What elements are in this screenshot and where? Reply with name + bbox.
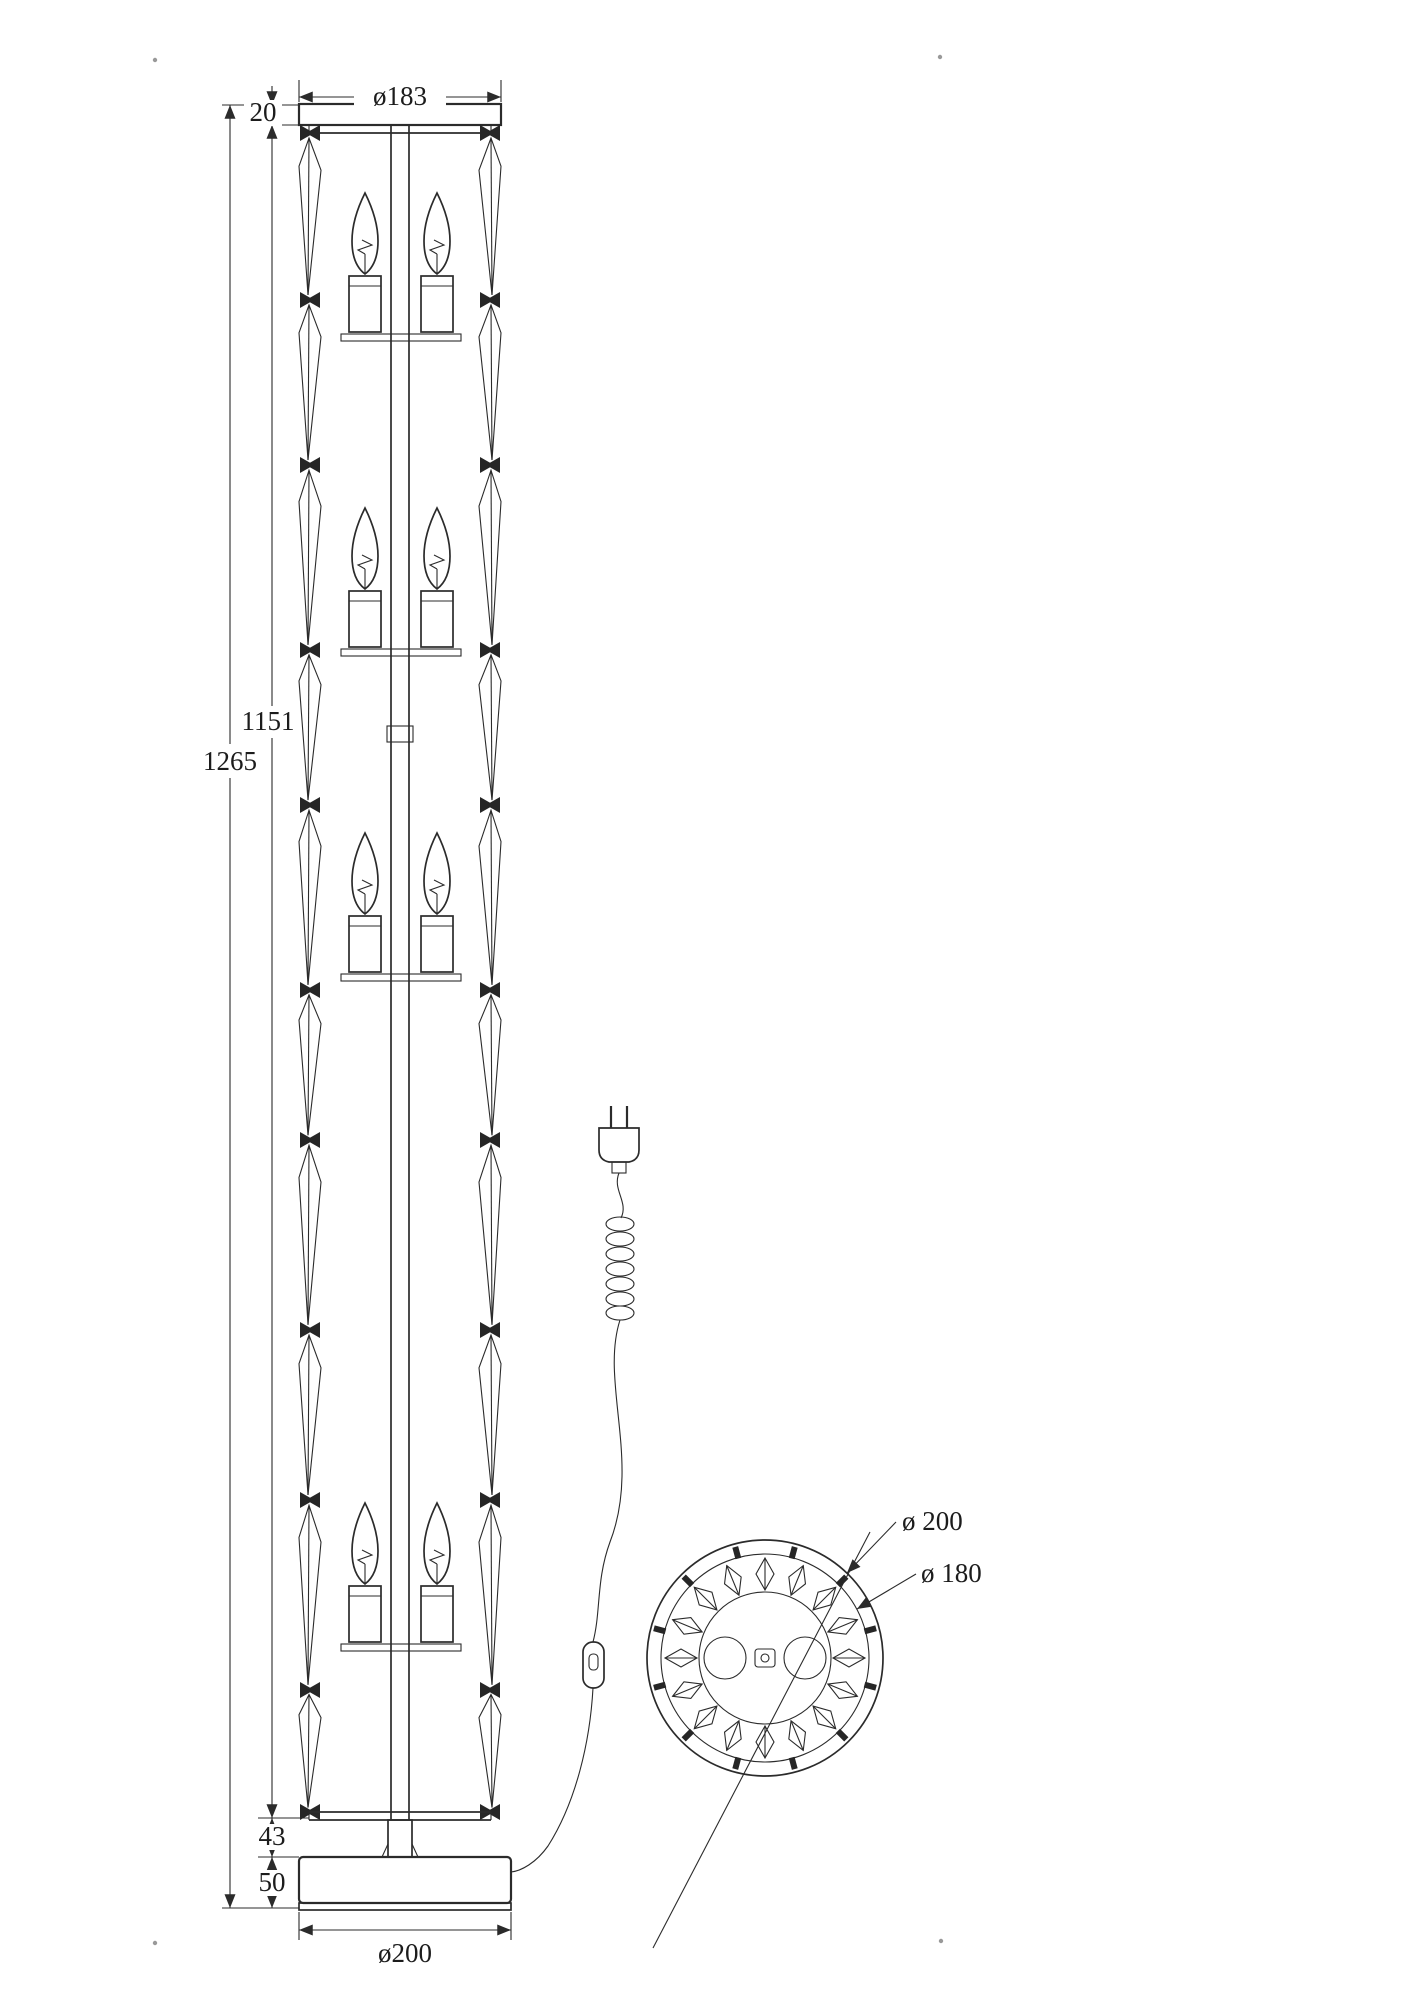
dim-label-total-height: 1265 bbox=[203, 746, 257, 776]
lamp-base bbox=[297, 1819, 513, 1911]
bulb bbox=[348, 1502, 382, 1643]
crystal-ring bbox=[664, 1557, 866, 1759]
base-body bbox=[297, 1855, 513, 1905]
inner-ring-circle bbox=[660, 1553, 870, 1763]
top-view: ø 200 ø 180 bbox=[646, 1506, 982, 1949]
leader-outer-diameter bbox=[846, 1521, 897, 1574]
dim-label-inner-diameter: ø 180 bbox=[921, 1558, 982, 1588]
dim-label-top-diameter: ø183 bbox=[373, 81, 427, 111]
bulb bbox=[420, 1502, 454, 1643]
front-view bbox=[297, 102, 513, 1911]
dimensions: 1265 1151 20 43 50 ø183 ø200 bbox=[198, 80, 512, 1968]
dim-label-outer-diameter: ø 200 bbox=[902, 1506, 963, 1536]
bulb-trays bbox=[340, 333, 462, 1652]
crystal-column-right bbox=[478, 137, 502, 1809]
center-rod bbox=[386, 125, 414, 1820]
bulb bbox=[420, 192, 454, 333]
rod-joint bbox=[386, 725, 414, 743]
base-neck bbox=[387, 1819, 413, 1858]
inner-circle bbox=[698, 1591, 832, 1725]
inline-switch bbox=[582, 1641, 605, 1689]
bulb bbox=[420, 832, 454, 973]
top-view-bulbs bbox=[703, 1636, 827, 1680]
outer-circle bbox=[646, 1539, 884, 1777]
bulb bbox=[348, 192, 382, 333]
cable-coil bbox=[605, 1216, 635, 1321]
base-plate bbox=[298, 1902, 512, 1911]
bulb bbox=[348, 507, 382, 648]
power-cord-assembly bbox=[510, 1106, 640, 1873]
cord-upper bbox=[616, 1172, 624, 1219]
dim-label-shade-height: 1151 bbox=[242, 706, 295, 736]
dim-label-base-height: 50 bbox=[259, 1867, 286, 1897]
candle-bulbs bbox=[348, 192, 454, 1643]
dim-label-base-diameter: ø200 bbox=[378, 1938, 432, 1968]
dim-label-neck-height: 43 bbox=[259, 1821, 286, 1851]
section-diagonal bbox=[652, 1531, 871, 1949]
registration-marks bbox=[152, 54, 944, 1946]
crystal-clamps bbox=[300, 125, 500, 1820]
crystal-column-left bbox=[298, 137, 322, 1809]
power-plug bbox=[598, 1106, 640, 1174]
leader-inner-diameter bbox=[856, 1573, 917, 1610]
cord-lower bbox=[510, 1687, 594, 1873]
dim-label-top-height: 20 bbox=[250, 97, 277, 127]
shade-bottom-ring bbox=[308, 1811, 492, 1821]
cord-middle bbox=[592, 1319, 623, 1643]
bulb bbox=[348, 832, 382, 973]
bulb bbox=[420, 507, 454, 648]
